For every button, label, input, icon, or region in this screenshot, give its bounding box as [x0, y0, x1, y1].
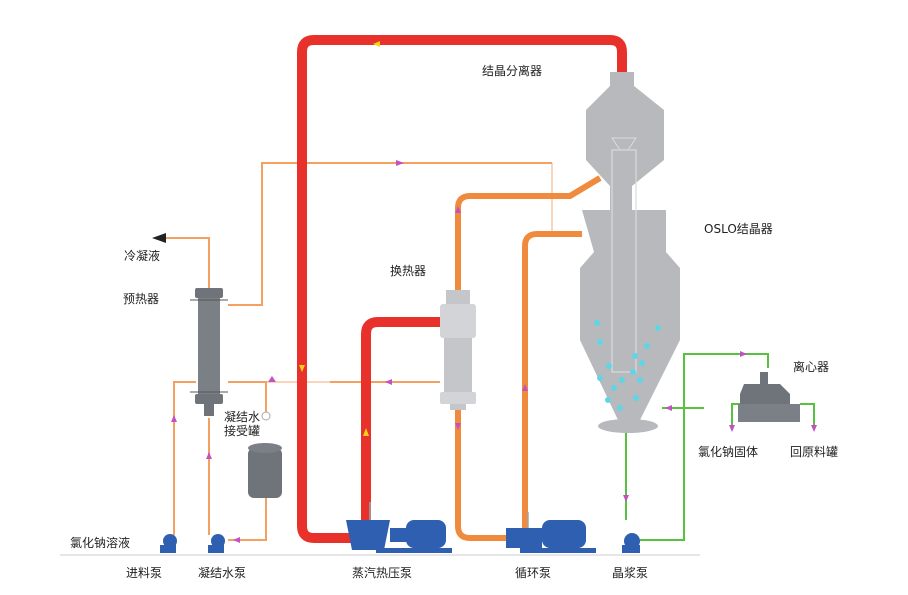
label-crystal-separator: 结晶分离器 — [482, 64, 543, 78]
label-condensate: 冷凝液 — [124, 249, 161, 263]
label-oslo-crystallizer: OSLO结晶器 — [704, 222, 773, 236]
condensate-receiver — [248, 411, 282, 498]
steam-arrows — [299, 41, 380, 436]
label-centrifuge: 离心器 — [793, 360, 830, 374]
label-preheater: 预热器 — [123, 292, 160, 306]
feed-pump — [160, 534, 177, 553]
label-return-tank: 回原料罐 — [790, 445, 839, 459]
crystal-particles — [594, 320, 661, 411]
label-nacl-solid: 氯化钠固体 — [698, 445, 759, 459]
condensate-pump — [208, 534, 225, 553]
label-condensate-receiver: 凝结水 接受罐 — [224, 410, 261, 438]
condensate-outlet-arrow — [152, 233, 166, 243]
label-condensate-pump: 凝结水泵 — [198, 566, 247, 580]
label-slurry-pump: 晶浆泵 — [612, 566, 649, 580]
heat-exchanger — [440, 290, 476, 410]
vapor-compressor-pump — [346, 502, 452, 553]
thin-orange-lines — [165, 162, 552, 541]
circulation-loop-line — [455, 175, 602, 541]
label-circulation-pump: 循环泵 — [515, 566, 552, 580]
slurry-pump — [622, 533, 640, 553]
steam-to-exchanger-line — [361, 317, 440, 524]
label-vapor-compressor: 蒸汽热压泵 — [352, 566, 413, 580]
circulation-pump — [506, 512, 596, 553]
label-nacl-solution: 氯化钠溶液 — [70, 536, 131, 550]
flow-arrows — [171, 160, 817, 543]
label-feed-pump: 进料泵 — [126, 566, 163, 580]
preheater — [190, 288, 228, 416]
oslo-crystallizer — [580, 72, 680, 433]
label-heat-exchanger: 换热器 — [390, 264, 427, 278]
steam-loop-line — [297, 35, 627, 543]
centrifuge — [738, 372, 800, 422]
